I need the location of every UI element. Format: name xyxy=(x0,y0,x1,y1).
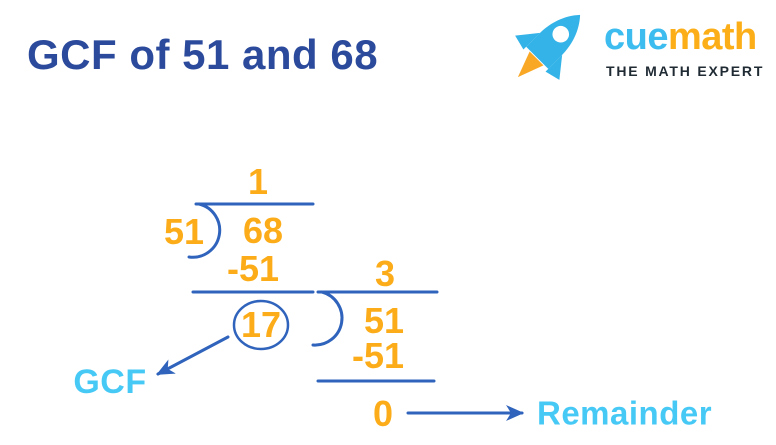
brand-cue: cue xyxy=(604,16,668,58)
step1-subtraction: -51 xyxy=(226,248,280,289)
step1-divisor: 51 xyxy=(163,211,205,252)
step2-subtraction: -51 xyxy=(351,335,405,376)
remainder-value: 0 xyxy=(372,393,394,434)
gcf-label: GCF xyxy=(73,363,147,401)
page-title: GCF of 51 and 68 xyxy=(27,31,379,78)
step2-dividend: 51 xyxy=(363,300,405,341)
remainder-label: Remainder xyxy=(537,394,713,432)
step1-quotient: 1 xyxy=(247,161,269,202)
division-bracket-2 xyxy=(311,290,344,347)
brand-tagline: THE MATH EXPERT xyxy=(606,63,765,79)
brand-wordmark: cuemath xyxy=(604,18,757,56)
gcf-circle xyxy=(232,299,290,351)
step1-dividend: 68 xyxy=(242,210,284,251)
cuemath-logo: cuemath THE MATH EXPERT xyxy=(503,2,773,92)
division-bracket-1 xyxy=(187,202,222,259)
step2-quotient: 3 xyxy=(374,253,396,294)
gcf-circled-value: 17 xyxy=(240,304,282,345)
brand-math: math xyxy=(667,16,757,58)
rocket-icon xyxy=(515,14,581,80)
gcf-arrow-icon xyxy=(156,335,230,376)
